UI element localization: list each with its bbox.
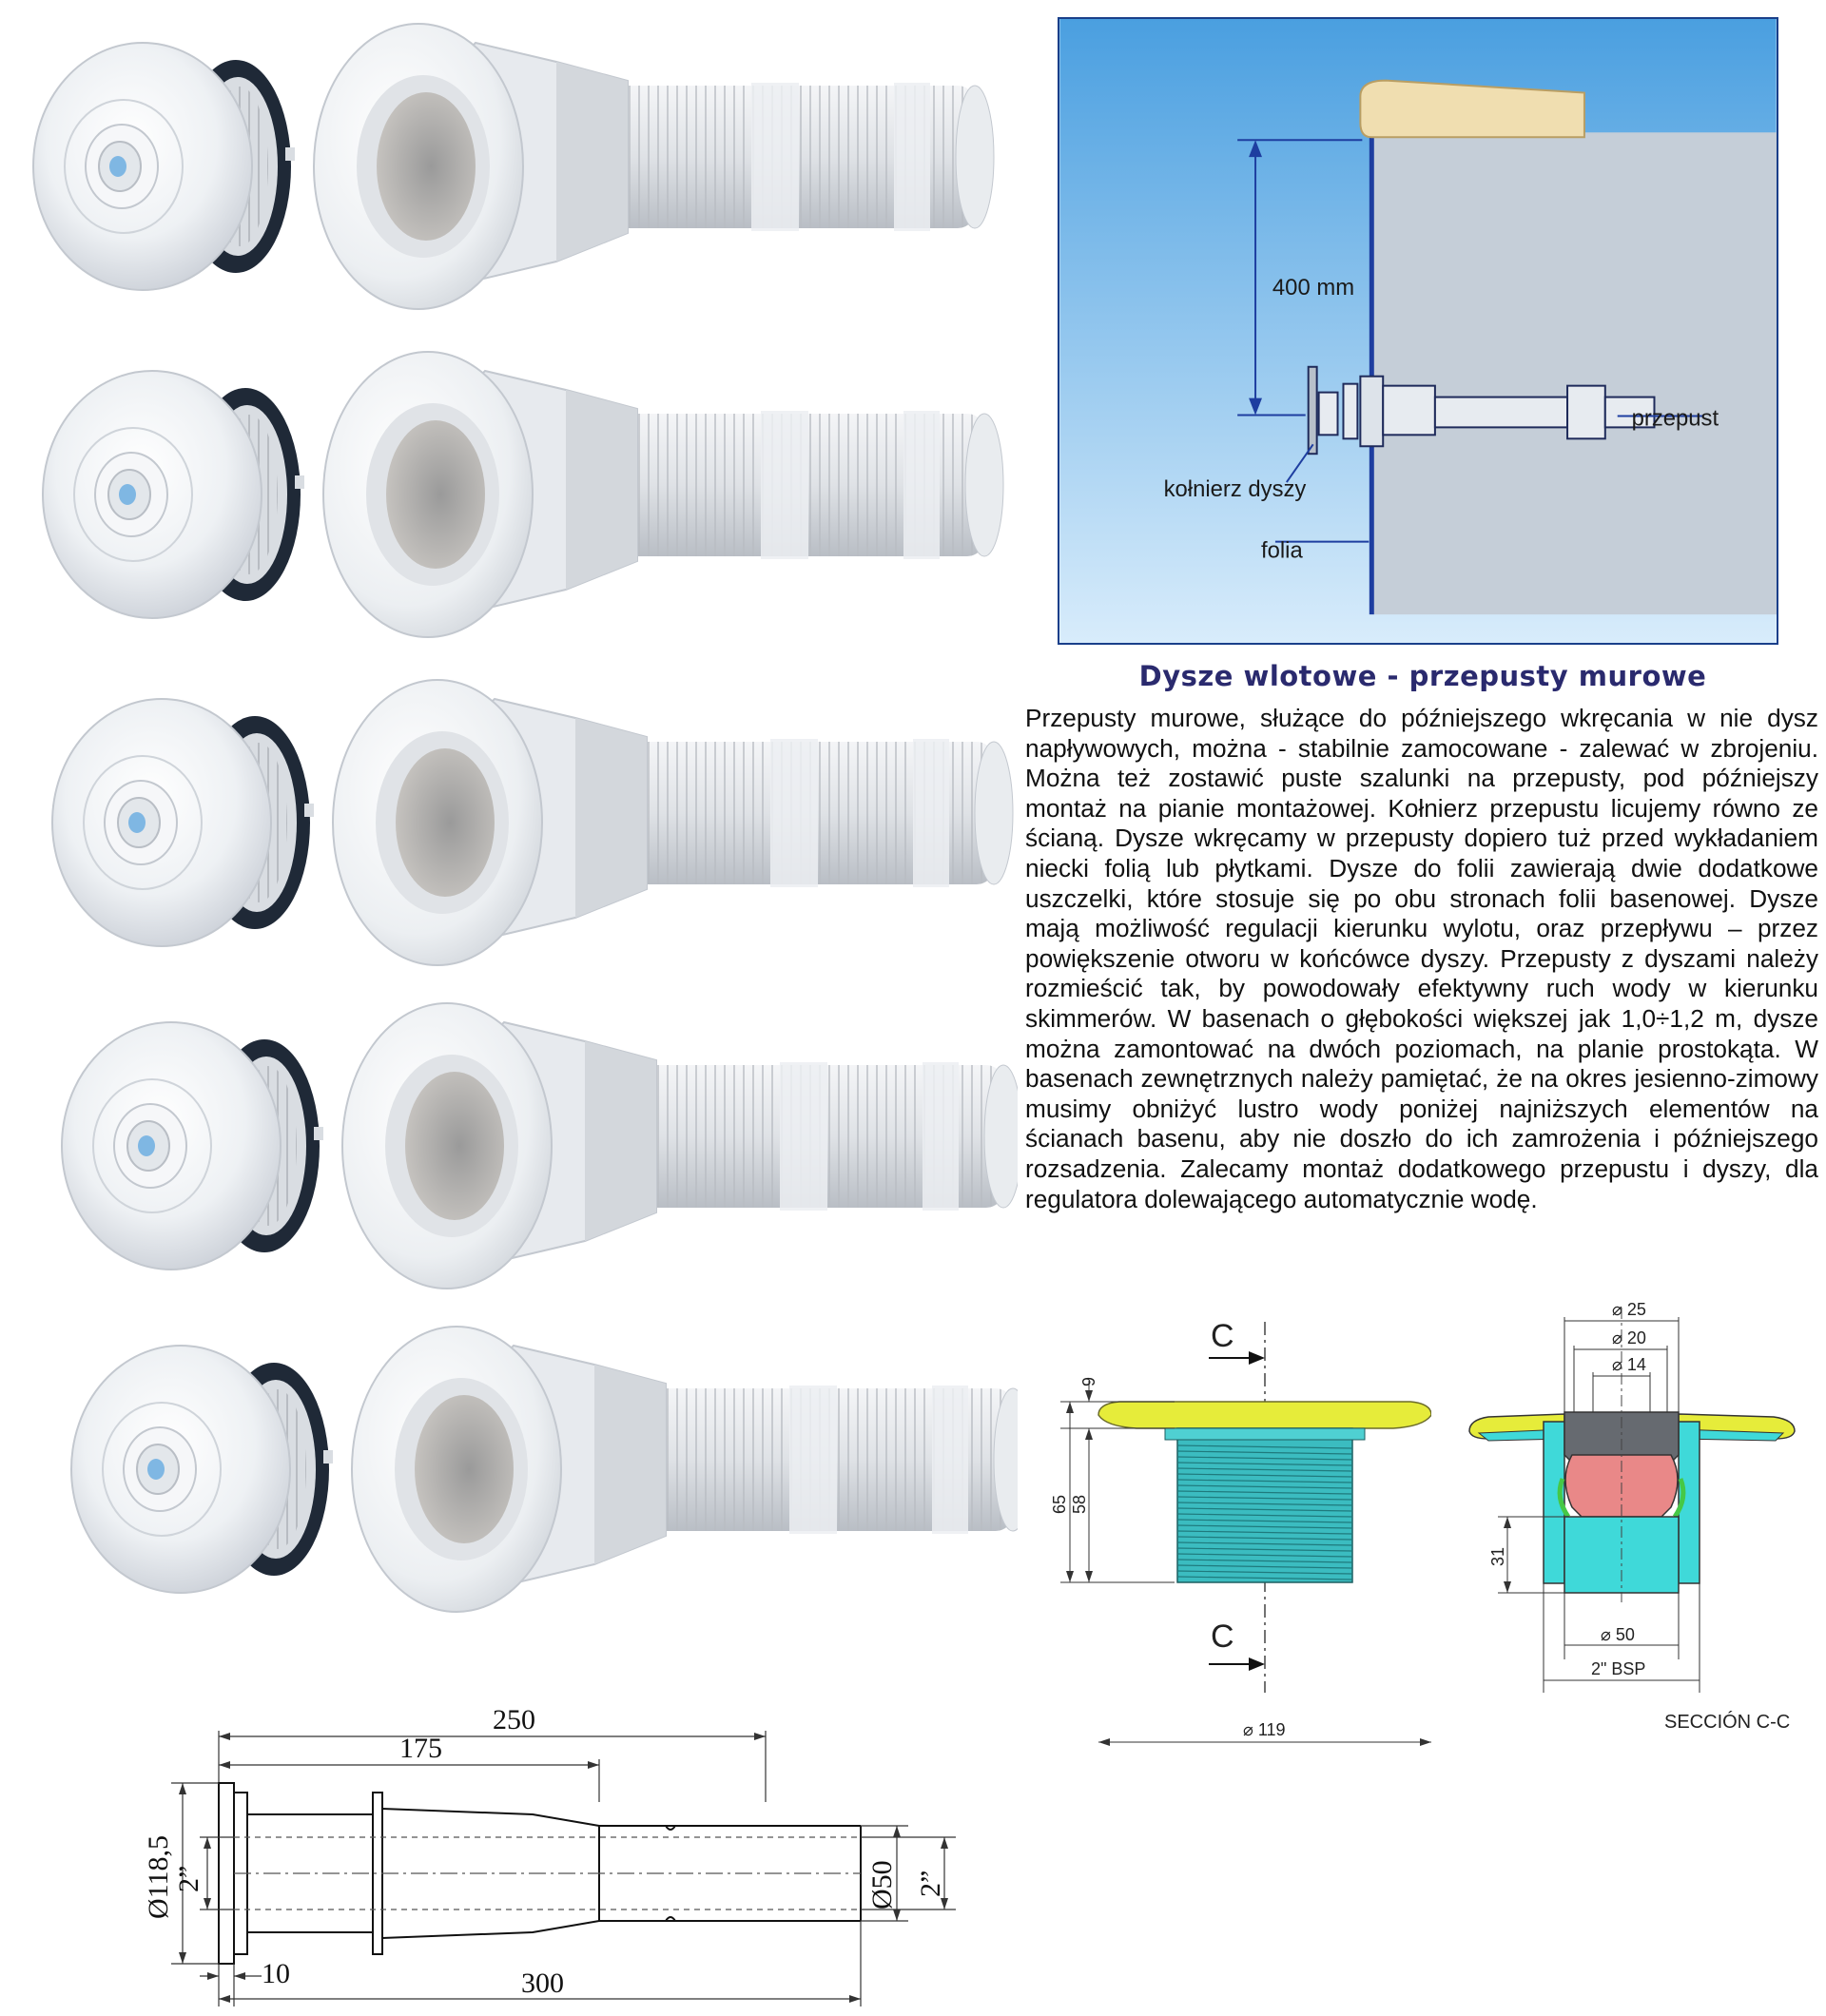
product-row: [70, 1326, 1018, 1613]
product-photos: [32, 23, 1018, 1613]
dim-2in-left: 2”: [173, 1866, 204, 1892]
nozzle-photo: [51, 698, 314, 947]
height-label: 400 mm: [1272, 275, 1354, 300]
wall-passage-photo: [332, 679, 1014, 966]
passage-assembly: [1307, 365, 1656, 456]
pool-diagram: 400 mm przepust kołnierz dyszy folia: [1058, 17, 1778, 645]
wall-passage-photo: [313, 23, 995, 310]
wall-passage-photo: [351, 1326, 1018, 1613]
dim-bsp: 2" BSP: [1591, 1659, 1645, 1678]
dim-175: 175: [399, 1733, 442, 1764]
dim-diameter-50: ⌀ 50: [1601, 1625, 1635, 1644]
dim-250: 250: [493, 1704, 535, 1735]
dim-9: 9: [1079, 1377, 1098, 1386]
body-paragraph: Przepusty murowe, służące do późniejszeg…: [1025, 704, 1818, 1213]
dim-31: 31: [1488, 1547, 1507, 1566]
product-row: [32, 23, 995, 310]
dim-58: 58: [1070, 1495, 1089, 1514]
dim-diameter-118: Ø118,5: [143, 1835, 174, 1919]
section-cc-drawing: ⌀ 25 ⌀ 20 ⌀ 14 31 ⌀ 50 2" BSP SECCIÓN C-…: [1468, 1300, 1796, 1733]
product-row: [42, 351, 1004, 638]
section-marker-bottom: C: [1211, 1619, 1234, 1655]
flange-label: kołnierz dyszy: [1164, 476, 1307, 502]
nozzle-photo: [70, 1345, 333, 1594]
nozzle-photo: [61, 1021, 323, 1270]
section-marker-top: C: [1211, 1318, 1234, 1354]
wall-passage-photo: [322, 351, 1004, 638]
dim-10: 10: [262, 1958, 290, 1989]
nozzle-photo: [32, 42, 295, 291]
section-title: Dysze wlotowe - przepusty murowe: [1138, 660, 1707, 692]
dim-65: 65: [1050, 1495, 1069, 1514]
coping: [1359, 79, 1585, 139]
passage-label: przepust: [1632, 405, 1719, 431]
dim-diameter-20: ⌀ 20: [1612, 1328, 1646, 1347]
nozzle-elevation-drawing: C C 9 65 58 ⌀ 119: [1050, 1318, 1431, 1746]
dim-diameter-119: ⌀ 119: [1243, 1720, 1286, 1739]
nozzle-photo: [42, 370, 304, 619]
dim-diameter-50: Ø50: [866, 1860, 898, 1909]
pool-wall: [1371, 132, 1777, 615]
foil-label: folia: [1261, 538, 1303, 564]
product-row: [51, 679, 1014, 966]
section-caption: SECCIÓN C-C: [1664, 1711, 1790, 1733]
dim-300: 300: [521, 1968, 564, 1999]
wall-passage-photo: [341, 1002, 1018, 1289]
nozzle-flange: [1098, 1401, 1431, 1429]
dim-2in-right: 2”: [915, 1871, 946, 1897]
dim-diameter-25: ⌀ 25: [1612, 1300, 1646, 1319]
dim-diameter-14: ⌀ 14: [1612, 1355, 1646, 1374]
product-row: [61, 1002, 1018, 1289]
wall-passage-drawing: 250 175 Ø118,5 2”: [143, 1704, 956, 2006]
